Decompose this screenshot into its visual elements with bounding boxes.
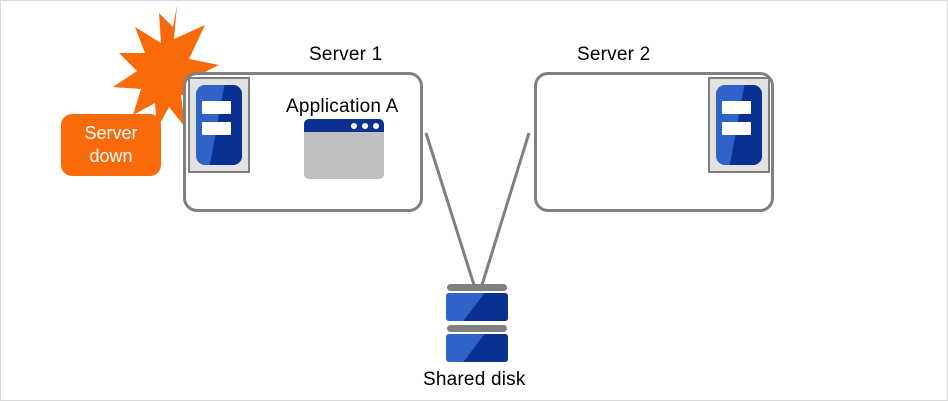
- window-dot-3: [373, 122, 379, 129]
- window-dot-1: [351, 122, 357, 129]
- server-down-line1: Server: [84, 123, 138, 143]
- application-a-label: Application A: [286, 96, 399, 117]
- disk-cap-1: [447, 284, 507, 291]
- shared-disk-icon[interactable]: [446, 284, 508, 362]
- server1-tower-icon: [188, 77, 250, 173]
- shared-disk-unit-1: [446, 284, 508, 321]
- shared-disk-unit-2: [446, 325, 508, 362]
- disk-body-1: [446, 293, 508, 321]
- server2-tower-icon: [708, 77, 770, 173]
- connector-server1-to-disk: [424, 132, 476, 286]
- shared-disk-label: Shared disk: [423, 369, 526, 390]
- disk-cap-2: [447, 325, 507, 332]
- connector-server2-to-disk: [480, 132, 531, 286]
- server-down-line2: down: [89, 146, 133, 166]
- server1-label: Server 1: [309, 44, 383, 65]
- application-a-window-titlebar: [304, 119, 384, 132]
- application-a-window-icon[interactable]: [304, 119, 384, 179]
- server-down-badge: Server down: [61, 114, 161, 176]
- server2-label: Server 2: [577, 44, 651, 65]
- window-dot-2: [362, 122, 368, 129]
- failure-burst-icon: [113, 5, 219, 129]
- disk-body-2: [446, 334, 508, 362]
